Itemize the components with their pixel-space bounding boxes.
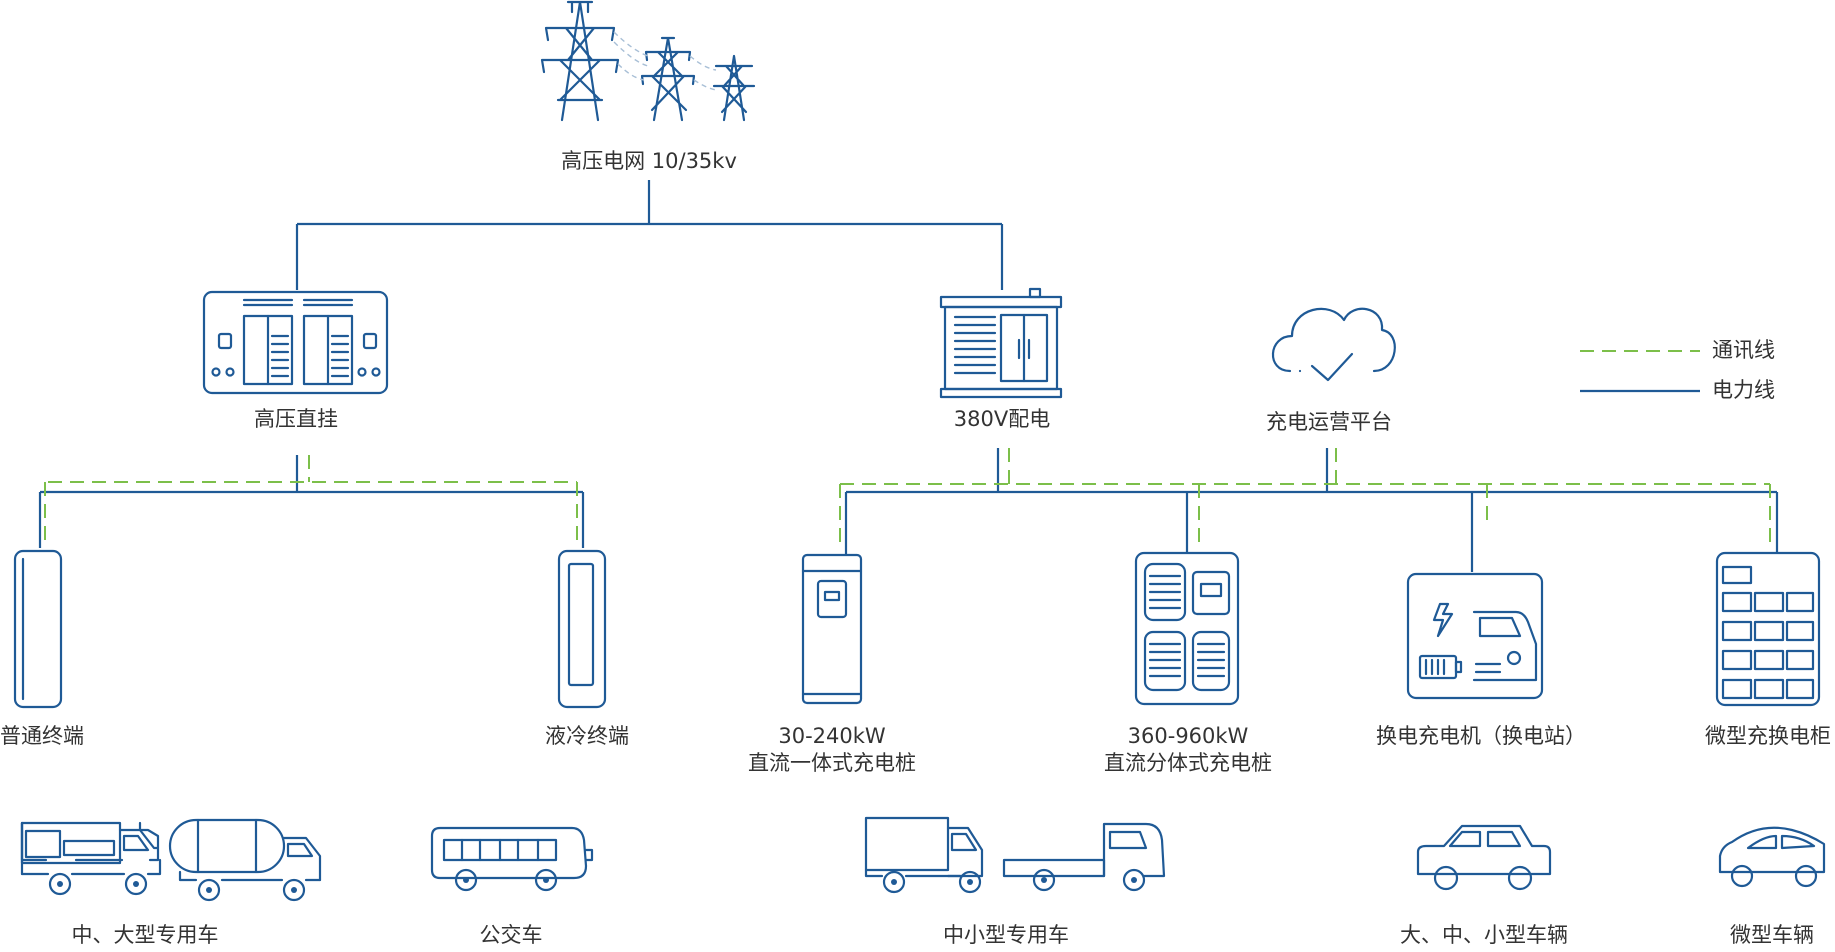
- comm-lines: [44, 448, 1771, 548]
- hv-direct-label: 高压直挂: [254, 407, 338, 431]
- dc-integrated-name: 直流一体式充电桩: [748, 751, 916, 775]
- dc-split-label: 360-960kW 直流分体式充电桩: [1104, 723, 1272, 777]
- power-lines: [38, 180, 1779, 572]
- swap-station-icon: [1406, 572, 1544, 700]
- dc-integrated-power: 30-240kW: [778, 724, 886, 748]
- dc-split-power: 360-960kW: [1127, 724, 1249, 748]
- dc-integrated-label: 30-240kW 直流一体式充电桩: [748, 723, 916, 777]
- power-tower-icon: [712, 54, 756, 122]
- legend-comm-label: 通讯线: [1712, 338, 1775, 362]
- hv-cabinet-icon: [202, 290, 389, 395]
- platform-label: 充电运营平台: [1266, 410, 1392, 434]
- locker-grid: [1721, 591, 1815, 700]
- normal-terminal-label: 普通终端: [0, 724, 84, 748]
- power-tower-icon: [640, 36, 696, 122]
- power-tower-icon: [540, 0, 620, 122]
- fire-truck-icon: [20, 821, 162, 896]
- dc-split-name: 直流分体式充电桩: [1104, 751, 1272, 775]
- dc-split-charger-icon: [1134, 551, 1240, 706]
- dc-integrated-charger-icon: [801, 553, 863, 705]
- small-special-vehicle-label: 中小型专用车: [943, 923, 1069, 947]
- cloud-check-icon: [1271, 307, 1396, 382]
- liquid-terminal-icon: [557, 549, 607, 709]
- tanker-truck-icon: [168, 818, 322, 902]
- distribution-cabinet-icon: [939, 287, 1063, 399]
- sedan-icon: [1416, 824, 1552, 891]
- micro-cabinet-icon: [1715, 551, 1821, 707]
- flatbed-truck-icon: [1002, 822, 1166, 892]
- liquid-terminal-label: 液冷终端: [545, 724, 629, 748]
- micro-cabinet-label: 微型充换电柜: [1705, 724, 1831, 748]
- normal-terminal-icon: [13, 549, 63, 709]
- micro-car-icon: [1718, 826, 1826, 888]
- bus-icon: [430, 826, 594, 892]
- box-truck-icon: [864, 816, 984, 894]
- large-special-vehicle-label: 中、大型专用车: [71, 923, 219, 947]
- distribution-label: 380V配电: [953, 407, 1051, 431]
- micro-vehicle-label: 微型车辆: [1730, 923, 1814, 947]
- swap-station-label: 换电充电机（换电站）: [1376, 724, 1586, 748]
- bus-label: 公交车: [479, 923, 543, 947]
- legend-power-label: 电力线: [1712, 378, 1775, 402]
- grid-label: 高压电网 10/35kv: [561, 149, 737, 173]
- cars-label: 大、中、小型车辆: [1400, 923, 1568, 947]
- legend: [1580, 350, 1700, 393]
